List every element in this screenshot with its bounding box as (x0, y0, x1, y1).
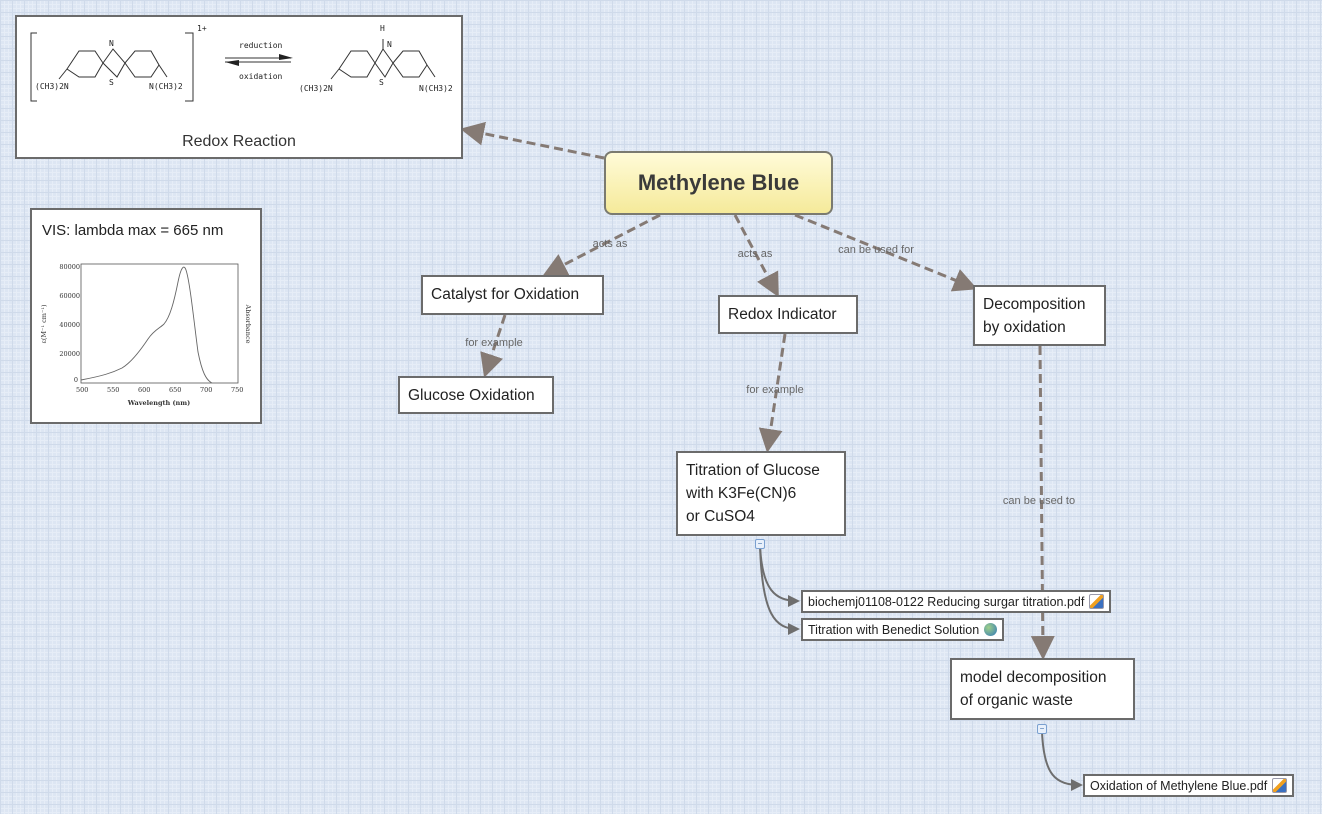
ytick: 60000 (59, 292, 80, 300)
main-concept-label: Methylene Blue (637, 170, 800, 195)
link-label-for-example-1[interactable]: for example (465, 337, 523, 349)
xtick: 550 (107, 386, 119, 394)
concept-decomposition[interactable]: Decomposition by oxidation (973, 285, 1106, 346)
concept-line: by oxidation (983, 319, 1066, 336)
xtick: 500 (76, 386, 88, 394)
left-amine-group-2: (CH3)2N (299, 84, 333, 93)
resource-pdf-oxidation[interactable]: Oxidation of Methylene Blue.pdf (1083, 774, 1295, 797)
concept-catalyst-for-oxidation[interactable]: Catalyst for Oxidation (421, 275, 604, 315)
ytick: 0 (74, 376, 78, 384)
right-amine-group: N(CH3)2 (149, 82, 183, 91)
left-amine-group: (CH3)2N (35, 82, 69, 91)
spectrum-plot: 500 550 600 650 700 750 0 20000 40000 60… (40, 263, 252, 407)
right-amine-group-2: N(CH3)2 (419, 84, 453, 93)
link-acts-as-1 (542, 213, 661, 276)
spectrum-caption: VIS: lambda max = 665 nm (42, 222, 224, 239)
link-label-can-be-used-for[interactable]: can be used for (838, 244, 914, 256)
link-for-example-2 (758, 333, 787, 453)
concept-line: model decomposition (960, 669, 1107, 686)
link-label-acts-as-2[interactable]: acts as (737, 248, 773, 260)
globe-icon (984, 623, 998, 636)
xtick: 750 (231, 386, 243, 394)
link-label-for-example-2[interactable]: for example (746, 384, 804, 396)
y-axis-label: ε(M⁻¹ cm⁻¹) (40, 304, 48, 344)
link-for-example-1 (480, 314, 507, 378)
resource-label: Oxidation of Methylene Blue.pdf (1090, 778, 1268, 793)
concept-model-decomposition[interactable]: model decomposition of organic waste (950, 658, 1135, 720)
link-label-can-be-used-to[interactable]: can be used to (1002, 495, 1076, 507)
ytick: 40000 (59, 321, 80, 329)
link-to-redox-image (460, 121, 605, 160)
collapse-resources-toggle[interactable]: − (1037, 724, 1047, 734)
resource-link-pdf2 (1041, 731, 1083, 791)
resource-pdf-reducing-sugar[interactable]: biochemj01108-0122 Reducing surgar titra… (801, 590, 1112, 613)
resource-web-benedict[interactable]: Titration with Benedict Solution (801, 618, 1005, 641)
concept-redox-indicator[interactable]: Redox Indicator (718, 295, 858, 334)
xtick: 700 (200, 386, 212, 394)
redox-reaction-image-node[interactable]: (CH3)2N N(CH3)2 1+ reduction oxidation N… (15, 15, 463, 159)
resource-label: Titration with Benedict Solution (808, 622, 980, 637)
link-acts-as-2 (733, 214, 779, 298)
atom-n-1: N (109, 39, 114, 48)
concept-line: of organic waste (960, 692, 1073, 709)
charge-label: 1+ (197, 24, 207, 33)
xtick: 600 (138, 386, 150, 394)
resource-label: biochemj01108-0122 Reducing surgar titra… (808, 594, 1085, 609)
ytick: 20000 (59, 350, 80, 358)
atom-s-2: S (379, 78, 384, 87)
link-can-be-used-for (794, 213, 978, 292)
ytick: 80000 (59, 263, 80, 271)
redox-caption: Redox Reaction (182, 133, 296, 150)
concept-line: Titration of Glucose (686, 462, 820, 479)
resource-link-web1 (759, 544, 800, 635)
concept-titration[interactable]: Titration of Glucose with K3Fe(CN)6 or C… (676, 451, 846, 536)
atom-s-1: S (109, 78, 114, 87)
spectrum-image-node[interactable]: VIS: lambda max = 665 nm 500 550 600 650… (30, 208, 262, 424)
reduction-label: reduction (239, 41, 283, 50)
xtick: 650 (169, 386, 181, 394)
concept-line: or CuSO4 (686, 508, 755, 525)
main-concept-node[interactable]: Methylene Blue (604, 151, 833, 215)
pdf-icon (1089, 594, 1105, 609)
pdf-icon (1272, 778, 1288, 793)
atom-h: H (380, 24, 385, 33)
oxidation-label: oxidation (239, 72, 283, 81)
collapse-resources-toggle[interactable]: − (755, 539, 765, 549)
link-label-acts-as-1[interactable]: acts as (592, 238, 628, 250)
concept-line: with K3Fe(CN)6 (686, 485, 797, 502)
atom-n-2: N (387, 40, 392, 49)
y-axis-right-label: Absorbance (244, 304, 252, 344)
resource-link-pdf1 (759, 544, 800, 607)
concept-glucose-oxidation[interactable]: Glucose Oxidation (398, 376, 554, 414)
x-axis-label: Wavelength (nm) (127, 399, 190, 407)
redox-structure-drawing: (CH3)2N N(CH3)2 1+ reduction oxidation N… (30, 24, 453, 102)
concept-line: Decomposition (983, 296, 1086, 313)
